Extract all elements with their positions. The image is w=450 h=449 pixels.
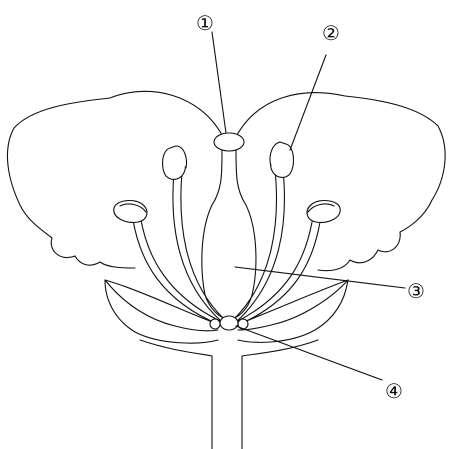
label-3: ③	[407, 279, 425, 303]
left-petal	[7, 91, 222, 268]
receptacle-right	[242, 340, 318, 449]
left-sepal-fold	[105, 280, 220, 325]
label-2: ②	[322, 21, 340, 45]
receptacle	[140, 340, 212, 449]
right-petal	[237, 93, 445, 271]
pistil-stigma	[214, 133, 244, 151]
label-1: ①	[196, 11, 214, 35]
leader-line-4	[236, 326, 382, 380]
label-4: ④	[385, 379, 403, 403]
left-sepal	[105, 280, 218, 331]
leader-line-1	[212, 32, 226, 133]
right-sepal	[238, 280, 348, 330]
pistil-ovary	[202, 150, 256, 320]
leader-line-2	[290, 55, 326, 150]
